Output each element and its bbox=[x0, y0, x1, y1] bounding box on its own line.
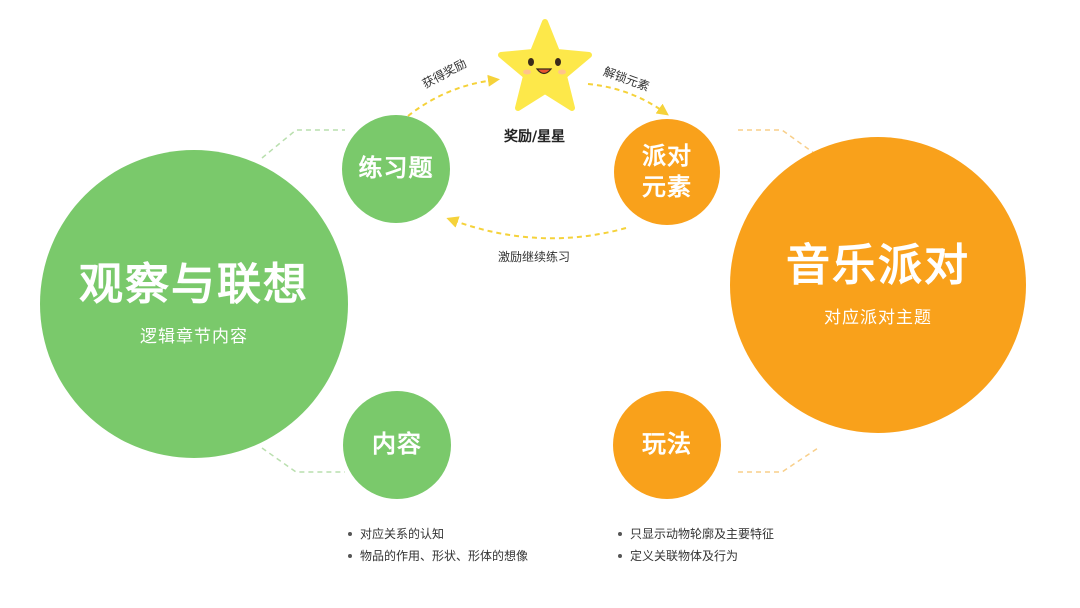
exercise-label: 练习题 bbox=[358, 154, 434, 183]
gameplay-label: 玩法 bbox=[642, 430, 692, 459]
gameplay-circle: 玩法 bbox=[613, 391, 721, 499]
connector-left-top bbox=[261, 129, 345, 159]
arrow-unlock bbox=[587, 83, 669, 116]
gameplay-bullet-list: 只显示动物轮廓及主要特征 定义关联物体及行为 bbox=[616, 523, 774, 567]
content-bullet-item: 对应关系的认知 bbox=[346, 523, 528, 545]
smiling-star-mascot-icon bbox=[498, 19, 592, 111]
connector-left-bottom bbox=[261, 447, 345, 473]
arrow-get-reward bbox=[407, 74, 500, 117]
party-theme-subtitle: 对应派对主题 bbox=[824, 307, 932, 328]
content-bullet-list: 对应关系的认知 物品的作用、形状、形体的想像 bbox=[346, 523, 528, 567]
connector-right-top bbox=[738, 129, 819, 157]
logic-chapter-subtitle: 逻辑章节内容 bbox=[140, 326, 248, 347]
content-circle: 内容 bbox=[343, 391, 451, 499]
party-theme-circle: 音乐派对 对应派对主题 bbox=[730, 137, 1026, 433]
gameplay-bullet-item: 定义关联物体及行为 bbox=[616, 545, 774, 567]
party-elements-circle: 派对 元素 bbox=[614, 119, 720, 225]
reward-star-label: 奖励/星星 bbox=[504, 129, 566, 145]
gameplay-bullet-item: 只显示动物轮廓及主要特征 bbox=[616, 523, 774, 545]
content-label: 内容 bbox=[372, 430, 422, 459]
party-elements-line1: 派对 bbox=[642, 141, 692, 170]
content-bullet-item: 物品的作用、形状、形体的想像 bbox=[346, 545, 528, 567]
exercise-circle: 练习题 bbox=[342, 115, 450, 223]
logic-chapter-title: 观察与联想 bbox=[79, 259, 309, 311]
connector-right-bottom bbox=[738, 447, 819, 473]
motivate-practice-label: 激励继续练习 bbox=[498, 250, 571, 264]
party-elements-line2: 元素 bbox=[642, 173, 692, 201]
party-theme-title: 音乐派对 bbox=[786, 240, 970, 292]
logic-chapter-circle: 观察与联想 逻辑章节内容 bbox=[40, 150, 348, 458]
arrow-motivate bbox=[446, 216, 627, 240]
